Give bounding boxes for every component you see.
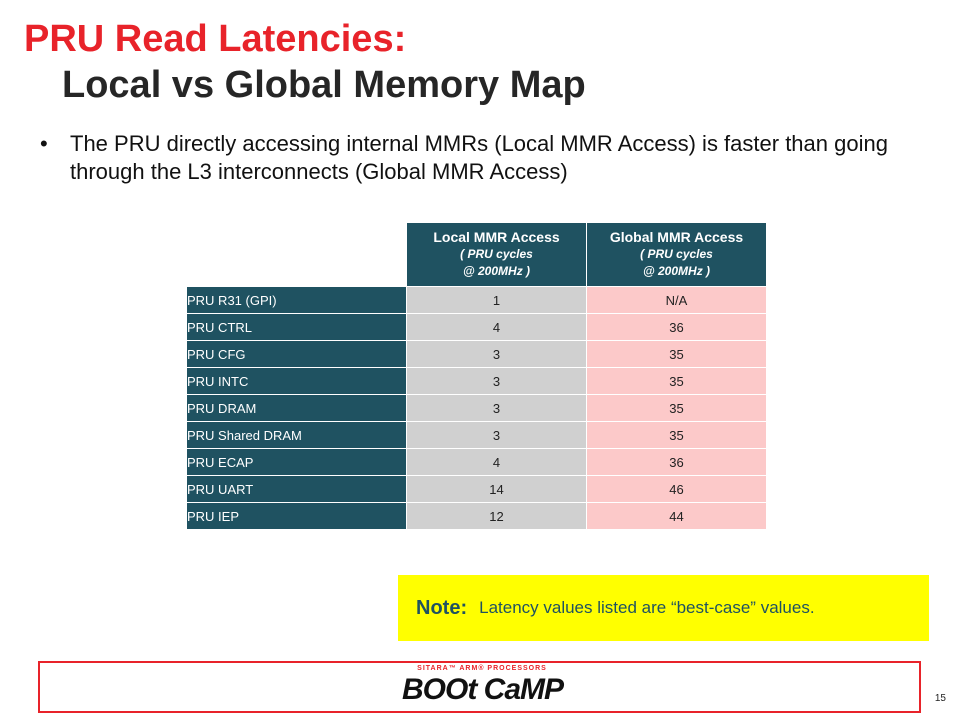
header-blank-cell <box>186 222 407 287</box>
logo-wordmark: BOOt CaMP <box>402 673 564 706</box>
note-label: Note: <box>416 596 468 619</box>
page-number: 15 <box>934 693 946 704</box>
row-label: PRU R31 (GPI) <box>186 286 407 314</box>
table-row: PRU UART 14 46 <box>186 475 767 503</box>
logo-tagline: SITARA™ ARM® PROCESSORS <box>417 665 547 672</box>
global-latency-cell: 35 <box>586 367 767 395</box>
row-label: PRU Shared DRAM <box>186 421 407 449</box>
local-latency-cell: 14 <box>406 475 587 503</box>
header-global-sub1: ( PRU cycles <box>640 247 713 261</box>
table-row: PRU Shared DRAM 3 35 <box>186 421 767 449</box>
header-local-sub1: ( PRU cycles <box>460 247 533 261</box>
global-latency-cell: 36 <box>586 448 767 476</box>
table-row: PRU IEP 12 44 <box>186 502 767 530</box>
footer-banner: SITARA™ ARM® PROCESSORS BOOt CaMP <box>38 661 921 713</box>
global-latency-cell: 44 <box>586 502 767 530</box>
row-label: PRU IEP <box>186 502 407 530</box>
note-text: Latency values listed are “best-case” va… <box>479 598 815 617</box>
global-latency-cell: 46 <box>586 475 767 503</box>
note-callout: Note: Latency values listed are “best-ca… <box>398 575 929 641</box>
header-global-mmr: Global MMR Access ( PRU cycles @ 200MHz … <box>586 222 767 287</box>
row-label: PRU CTRL <box>186 313 407 341</box>
global-latency-cell: 35 <box>586 394 767 422</box>
slide-title: PRU Read Latencies: <box>24 18 407 60</box>
bullet-icon: • <box>40 131 48 156</box>
row-label: PRU INTC <box>186 367 407 395</box>
table-row: PRU DRAM 3 35 <box>186 394 767 422</box>
global-latency-cell: 36 <box>586 313 767 341</box>
row-label: PRU CFG <box>186 340 407 368</box>
table-row: PRU R31 (GPI) 1 N/A <box>186 286 767 314</box>
global-latency-cell: N/A <box>586 286 767 314</box>
latency-table: Local MMR Access ( PRU cycles @ 200MHz )… <box>186 222 767 530</box>
local-latency-cell: 1 <box>406 286 587 314</box>
local-latency-cell: 3 <box>406 340 587 368</box>
table-row: PRU CFG 3 35 <box>186 340 767 368</box>
header-local-title: Local MMR Access <box>433 229 560 245</box>
slide-subtitle: Local vs Global Memory Map <box>62 64 586 106</box>
header-global-title: Global MMR Access <box>609 229 744 245</box>
global-latency-cell: 35 <box>586 421 767 449</box>
bullet-text: The PRU directly accessing internal MMRs… <box>70 131 888 184</box>
header-local-sub2: @ 200MHz ) <box>462 264 531 278</box>
table-row: PRU INTC 3 35 <box>186 367 767 395</box>
row-label: PRU UART <box>186 475 407 503</box>
row-label: PRU DRAM <box>186 394 407 422</box>
row-label: PRU ECAP <box>186 448 407 476</box>
local-latency-cell: 3 <box>406 394 587 422</box>
table-row: PRU CTRL 4 36 <box>186 313 767 341</box>
local-latency-cell: 4 <box>406 448 587 476</box>
table-header-row: Local MMR Access ( PRU cycles @ 200MHz )… <box>186 222 767 287</box>
global-latency-cell: 35 <box>586 340 767 368</box>
local-latency-cell: 3 <box>406 421 587 449</box>
local-latency-cell: 12 <box>406 502 587 530</box>
header-local-mmr: Local MMR Access ( PRU cycles @ 200MHz ) <box>406 222 587 287</box>
local-latency-cell: 4 <box>406 313 587 341</box>
bootcamp-logo: SITARA™ ARM® PROCESSORS BOOt CaMP <box>402 665 564 709</box>
header-global-sub2: @ 200MHz ) <box>642 264 711 278</box>
table-row: PRU ECAP 4 36 <box>186 448 767 476</box>
local-latency-cell: 3 <box>406 367 587 395</box>
